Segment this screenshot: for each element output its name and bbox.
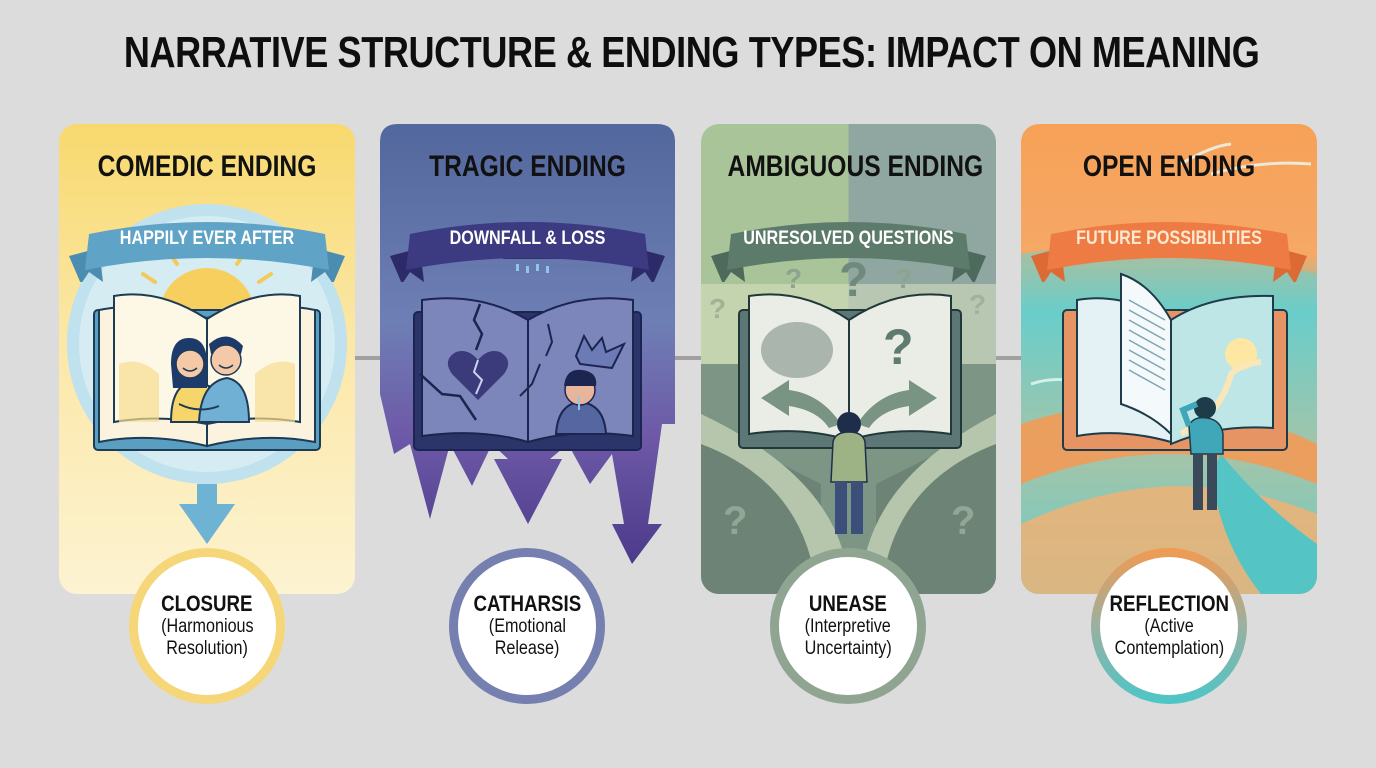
svg-text:?: ? <box>895 263 912 294</box>
svg-text:?: ? <box>951 499 975 543</box>
broken-heart-icon <box>447 351 509 400</box>
page-title: NARRATIVE STRUCTURE & ENDING TYPES: IMPA… <box>123 28 1260 77</box>
card-title: AMBIGUOUS ENDING <box>727 150 984 183</box>
down-arrow-icon <box>179 484 235 544</box>
card-title: TRAGIC ENDING <box>429 150 626 183</box>
banner-text: DOWNFALL & LOSS <box>449 228 606 249</box>
svg-text:?: ? <box>785 263 802 294</box>
card-tragic-ending: TRAGIC ENDING DOWNFALL & LOSS <box>380 124 675 594</box>
open-illustration <box>1021 142 1317 594</box>
banner-ribbon: HAPPILY EVER AFTER <box>59 212 355 282</box>
badge-subtitle: Resolution) <box>166 638 248 659</box>
banner-text: HAPPILY EVER AFTER <box>119 228 295 249</box>
broken-crown-icon <box>574 333 627 370</box>
svg-text:?: ? <box>723 499 747 543</box>
outcome-badge-catharsis: CATHARSIS (Emotional Release) <box>449 548 605 704</box>
outcome-badge-reflection: REFLECTION (Active Contemplation) <box>1091 548 1247 704</box>
badge-title: CATHARSIS <box>473 591 581 616</box>
cracked-book-icon <box>413 297 642 451</box>
tragic-illustration <box>380 124 675 564</box>
crossroad-arrows-icon <box>761 380 937 428</box>
person-standing-icon <box>830 412 868 534</box>
crying-person-icon <box>554 369 608 435</box>
ambiguous-illustration: ? ? ? ? ? ? ? ? <box>701 254 996 594</box>
question-mark-icon: ? ? ? ? ? ? ? <box>709 254 986 543</box>
comedic-illustration <box>67 204 347 544</box>
badge-subtitle: Contemplation) <box>1114 638 1224 659</box>
connector-line <box>996 356 1021 360</box>
open-book-icon <box>1062 272 1288 451</box>
couple-hugging-icon <box>169 336 251 423</box>
banner-ribbon: DOWNFALL & LOSS <box>380 212 675 282</box>
person-thinking-icon <box>1179 397 1224 510</box>
outcome-badge-unease: UNEASE (Interpretive Uncertainty) <box>770 548 926 704</box>
card-title: COMEDIC ENDING <box>97 150 317 183</box>
card-comedic-ending: COMEDIC ENDING HAPPILY EVER AFTER <box>59 124 355 594</box>
badge-subtitle: Release) <box>494 638 560 659</box>
card-title: OPEN ENDING <box>1082 150 1256 183</box>
badge-title: CLOSURE <box>161 591 253 616</box>
badge-title: REFLECTION <box>1109 591 1229 616</box>
badge-subtitle: (Emotional <box>488 616 566 637</box>
badge-subtitle: (Harmonious <box>160 616 254 637</box>
badge-subtitle: (Active <box>1144 616 1194 637</box>
outcome-badge-closure: CLOSURE (Harmonious Resolution) <box>129 548 285 704</box>
card-ambiguous-ending: ? ? ? ? ? ? ? ? AMBIGUOUS ENDING <box>701 124 996 594</box>
svg-text:?: ? <box>709 293 726 324</box>
banner-ribbon: FUTURE POSSIBILITIES <box>1021 212 1317 282</box>
banner-text: UNRESOLVED QUESTIONS <box>743 228 954 249</box>
badge-subtitle: (Interpretive <box>804 616 892 637</box>
banner-ribbon: UNRESOLVED QUESTIONS <box>701 212 996 282</box>
banner-text: FUTURE POSSIBILITIES <box>1076 228 1262 249</box>
svg-text:?: ? <box>839 254 868 307</box>
card-open-ending: OPEN ENDING FUTURE POSSIBILITIES <box>1021 124 1317 594</box>
svg-text:?: ? <box>883 319 914 375</box>
badge-subtitle: Uncertainty) <box>804 638 892 659</box>
connector-line <box>675 356 701 360</box>
connector-line <box>355 356 380 360</box>
badge-title: UNEASE <box>809 591 887 616</box>
svg-text:?: ? <box>969 289 986 320</box>
